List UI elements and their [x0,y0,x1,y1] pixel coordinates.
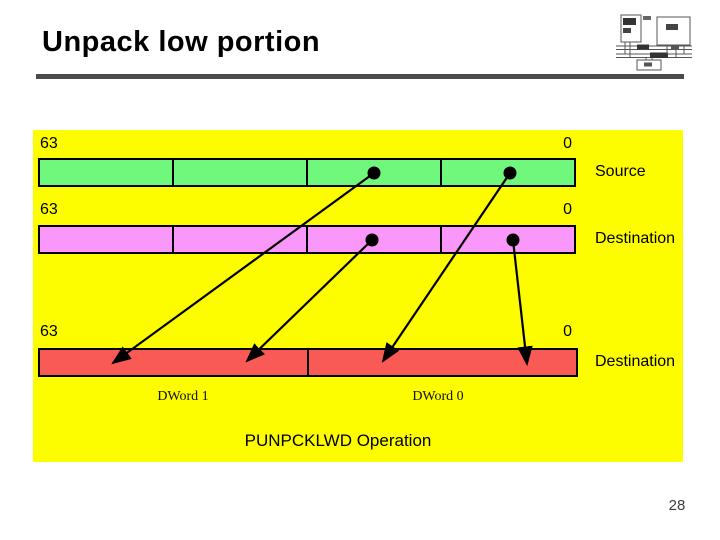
result-register-bar [38,348,578,377]
destination-word1-to-result-arrow [245,239,373,363]
result-high-bit-label: 63 [40,323,58,340]
page-title: Unpack low portion [42,26,321,58]
page-number: 28 [668,497,686,514]
source-register-label: Source [595,163,646,180]
result-dword0-cell [309,350,576,375]
source-word0-to-result-arrow [381,172,511,363]
source-word2-cell [174,160,308,185]
destination-word0-to-result-arrow [511,239,533,367]
destination-word3-cell [40,227,174,252]
destination-register-label: Destination [595,230,676,247]
destination-word1-cell [308,227,442,252]
operation-caption: PUNPCKLWD Operation [244,431,432,450]
architecture-diagram-logo [616,14,692,71]
punpcklwd-diagram: 63 0 63 0 63 0 Source Destination Destin… [33,130,683,462]
source-high-bit-label: 63 [40,135,58,152]
source-word3-cell [40,160,174,185]
result-low-bit-label: 0 [563,323,572,340]
result-dword1-cell [40,350,309,375]
result-register-label: Destination [595,353,676,370]
source-word1-cell [308,160,442,185]
dword1-label: DWord 1 [157,389,209,404]
destination-high-bit-label: 63 [40,201,58,218]
destination-low-bit-label: 0 [563,201,572,218]
source-word0-cell [442,160,574,185]
source-low-bit-label: 0 [563,135,572,152]
destination-word0-cell [442,227,574,252]
dword0-label: DWord 0 [412,389,464,404]
destination-register-bar [38,225,576,254]
destination-word2-cell [174,227,308,252]
source-word1-to-result-arrow [111,172,375,365]
title-divider [36,74,684,79]
source-register-bar [38,158,576,187]
